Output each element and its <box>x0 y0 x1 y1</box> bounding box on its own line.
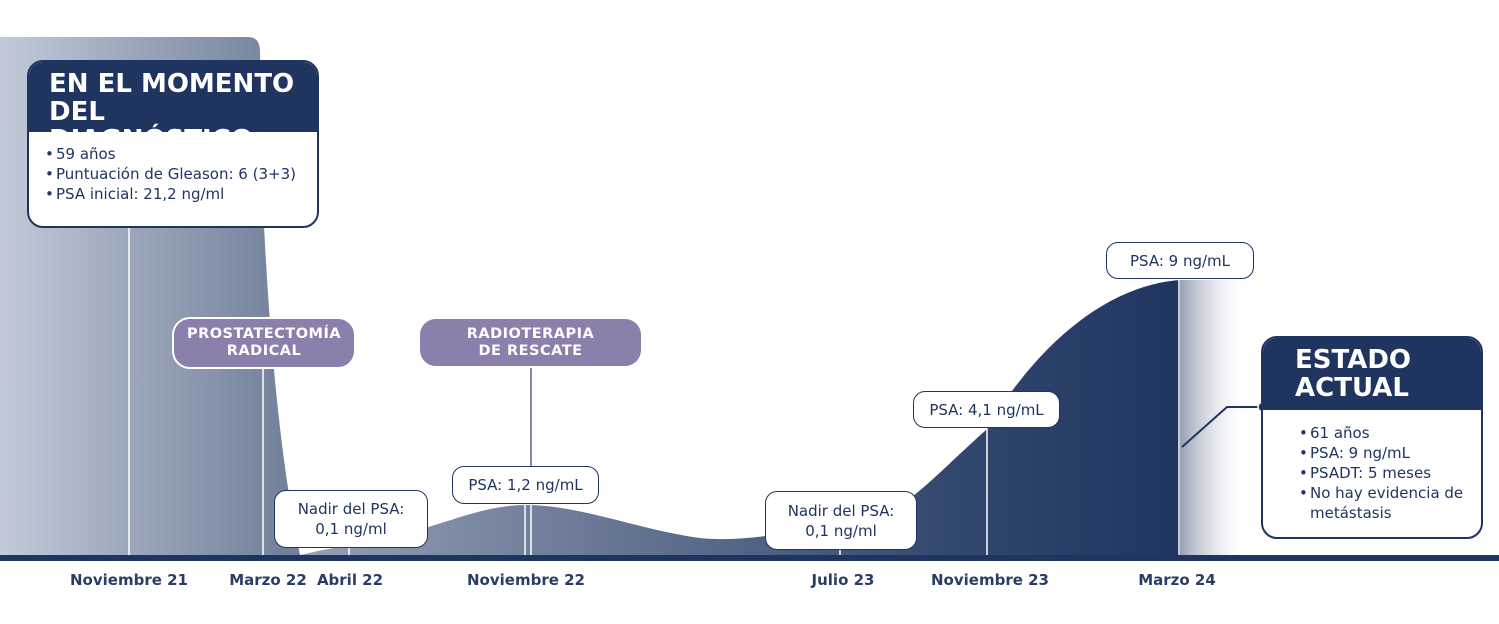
current-metastasis: No hay evidencia de metástasis <box>1299 483 1473 523</box>
date-mar-22: Marzo 22 <box>229 571 307 589</box>
current-status-card: ESTADO ACTUAL 61 años PSA: 9 ng/mL PSADT… <box>1261 336 1483 539</box>
current-card-title: ESTADO ACTUAL <box>1263 338 1481 410</box>
timeline-axis <box>0 555 1499 561</box>
radiotherapy-event: RADIOTERAPIA DE RESCATE <box>418 317 643 368</box>
date-nov-22: Noviembre 22 <box>467 571 585 589</box>
psa-mar24-label: PSA: 9 ng/mL <box>1106 242 1254 279</box>
current-connector <box>1181 406 1263 448</box>
diagnosis-initial-psa: PSA inicial: 21,2 ng/ml <box>45 184 317 204</box>
psa-nov22-label: PSA: 1,2 ng/mL <box>452 466 599 504</box>
current-card-body: 61 años PSA: 9 ng/mL PSADT: 5 meses No h… <box>1263 410 1481 523</box>
diagnosis-card-body: 59 años Puntuación de Gleason: 6 (3+3) P… <box>29 132 317 204</box>
current-title-line-2: ACTUAL <box>1295 373 1409 403</box>
psa-nov23-label: PSA: 4,1 ng/mL <box>913 391 1060 428</box>
date-jul-23: Julio 23 <box>811 571 875 589</box>
current-psa: PSA: 9 ng/mL <box>1299 443 1473 463</box>
psa-nadir-label-2: Nadir del PSA: 0,1 ng/ml <box>765 491 917 550</box>
date-nov-23: Noviembre 23 <box>931 571 1049 589</box>
date-nov-21: Noviembre 21 <box>70 571 188 589</box>
diagnosis-title-line-1: EN EL MOMENTO <box>49 69 295 99</box>
diagnosis-gleason: Puntuación de Gleason: 6 (3+3) <box>45 164 317 184</box>
psa-nadir-label-1: Nadir del PSA: 0,1 ng/ml <box>274 490 428 548</box>
diagnosis-card-title: EN EL MOMENTO DEL DIAGNÓSTICO <box>29 62 317 154</box>
current-age: 61 años <box>1299 423 1473 443</box>
psa-curve-area <box>300 280 1180 555</box>
prostatectomy-event: PROSTATECTOMÍA RADICAL <box>172 317 356 369</box>
diagnosis-age: 59 años <box>45 144 317 164</box>
date-mar-24: Marzo 24 <box>1138 571 1216 589</box>
marker-lines <box>128 228 1180 558</box>
current-psadt: PSADT: 5 meses <box>1299 463 1473 483</box>
current-title-line-1: ESTADO <box>1295 345 1412 375</box>
diagnosis-card: EN EL MOMENTO DEL DIAGNÓSTICO 59 años Pu… <box>27 60 319 228</box>
date-abr-22: Abril 22 <box>316 571 384 589</box>
